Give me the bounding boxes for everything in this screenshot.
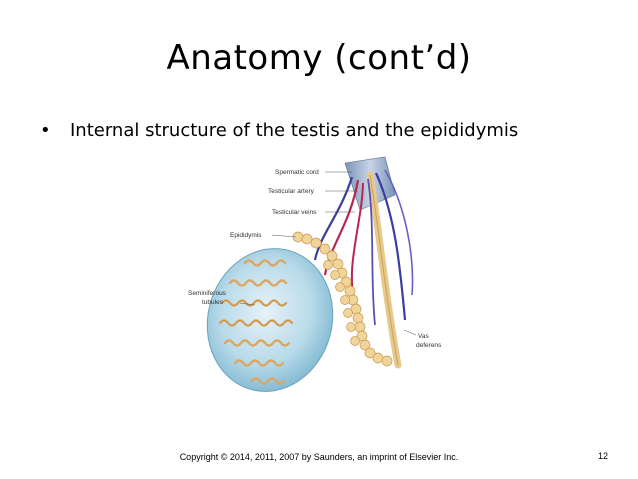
bullet-text: Internal structure of the testis and the… <box>70 120 519 141</box>
vein-branch-shape-2 <box>367 178 376 326</box>
label-leader-lines <box>239 171 417 336</box>
label-epididymis: Epididymis <box>230 232 262 239</box>
page-number: 12 <box>597 451 608 461</box>
vas-deferens-outline <box>369 174 399 366</box>
vein-branch-shape-1 <box>374 172 407 321</box>
label-testicular-veins: Testicular veins <box>272 209 317 216</box>
bullet-item: • Internal structure of the testis and th… <box>40 120 620 141</box>
vein-branch-shape-3 <box>384 169 414 296</box>
label-seminiferous-line2: tubules <box>202 299 224 306</box>
bullet-dot-icon: • <box>40 120 51 141</box>
label-vas-line1: Vas <box>418 333 429 340</box>
copyright-notice: Copyright © 2014, 2011, 2007 by Saunders… <box>179 452 459 462</box>
label-spermatic-cord: Spermatic cord <box>275 169 319 176</box>
slide-title: Anatomy (cont’d) <box>166 38 472 78</box>
testis-shape <box>206 248 334 392</box>
tubule-outline <box>219 300 293 326</box>
epididymis-shape <box>292 231 393 367</box>
testicular-vein-shape <box>313 176 354 261</box>
label-testicular-artery: Testicular artery <box>268 188 315 195</box>
label-vas-line2: deferens <box>416 342 442 349</box>
label-seminiferous-line1: Seminiferous <box>188 290 227 297</box>
testis-anatomy-illustration: Spermatic cord Testicular artery Testicu… <box>188 156 442 392</box>
